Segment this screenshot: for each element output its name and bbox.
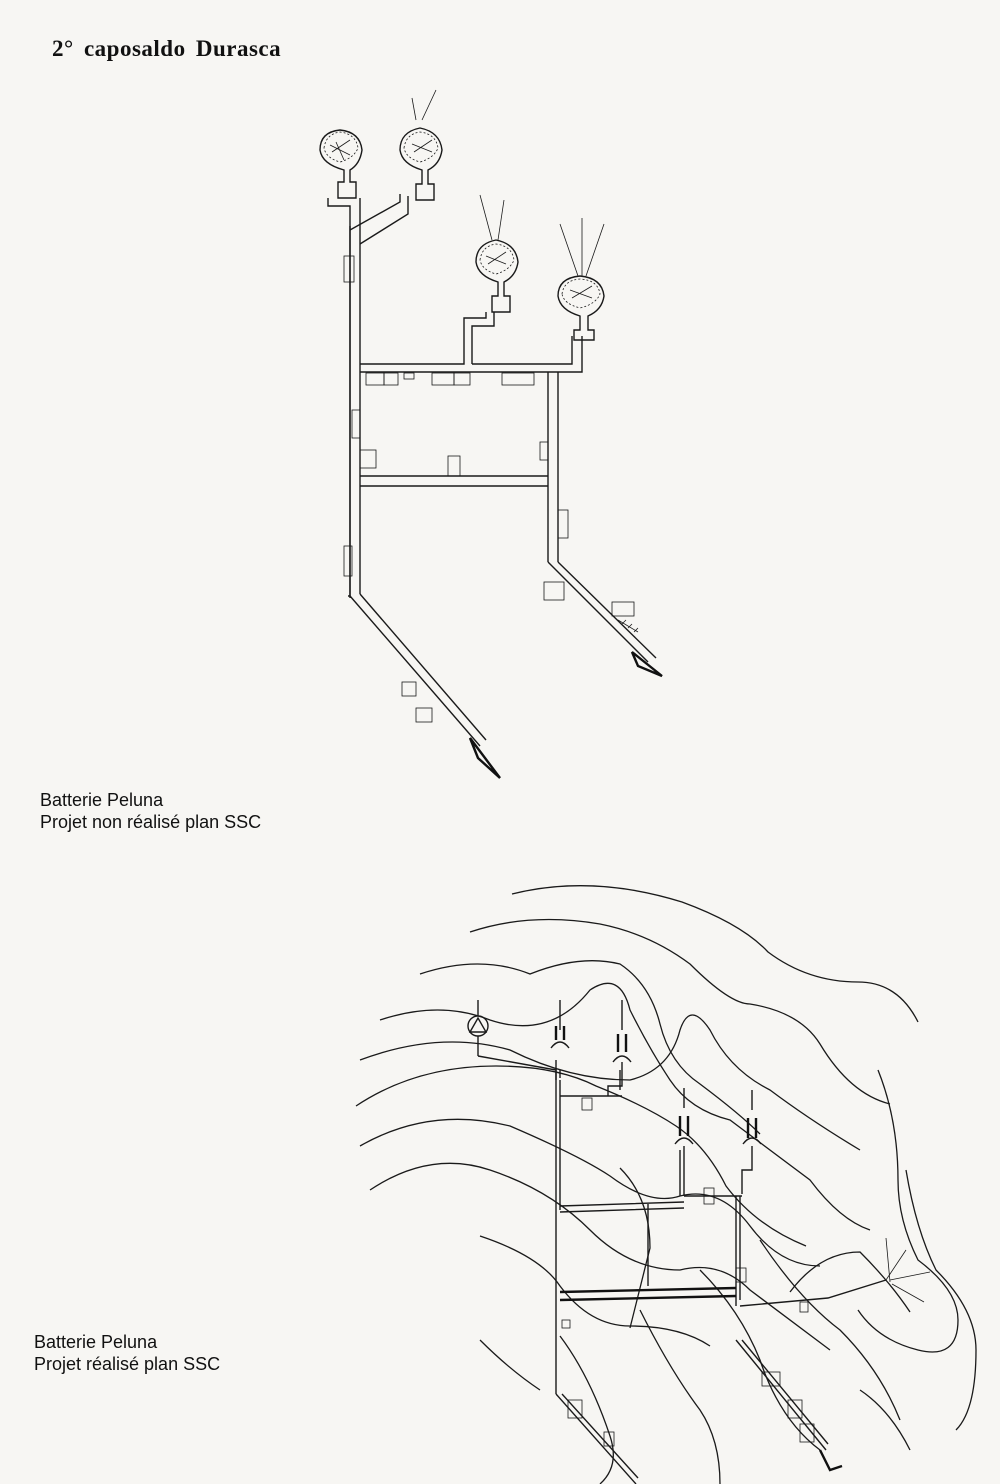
- gun-emplacement-4: [557, 218, 605, 341]
- built-gun-positions: [550, 1000, 762, 1145]
- caption-built-line-1: Batterie Peluna: [34, 1332, 158, 1352]
- gun-emplacement-3: [475, 194, 519, 313]
- caption-built-plan: Batterie Peluna Projet réalisé plan SSC: [34, 1331, 220, 1375]
- gun-emplacement-1: [319, 129, 363, 199]
- page-title: 2° caposaldo Durasca: [52, 36, 282, 61]
- built-galleries: [467, 1000, 931, 1484]
- unbuilt-galleries: [327, 194, 663, 779]
- caption-built-line-2: Projet réalisé plan SSC: [34, 1354, 221, 1374]
- caption-unbuilt-line-2: Projet non réalisé plan SSC: [40, 812, 262, 832]
- gun-emplacement-2: [399, 89, 443, 201]
- unbuilt-gun-emplacements: [319, 89, 605, 341]
- caption-unbuilt-plan: Batterie Peluna Projet non réalisé plan …: [40, 789, 261, 833]
- terrain-contour-lines: [355, 885, 977, 1484]
- caption-unbuilt-line-1: Batterie Peluna: [40, 790, 164, 810]
- observation-post: [467, 1000, 489, 1056]
